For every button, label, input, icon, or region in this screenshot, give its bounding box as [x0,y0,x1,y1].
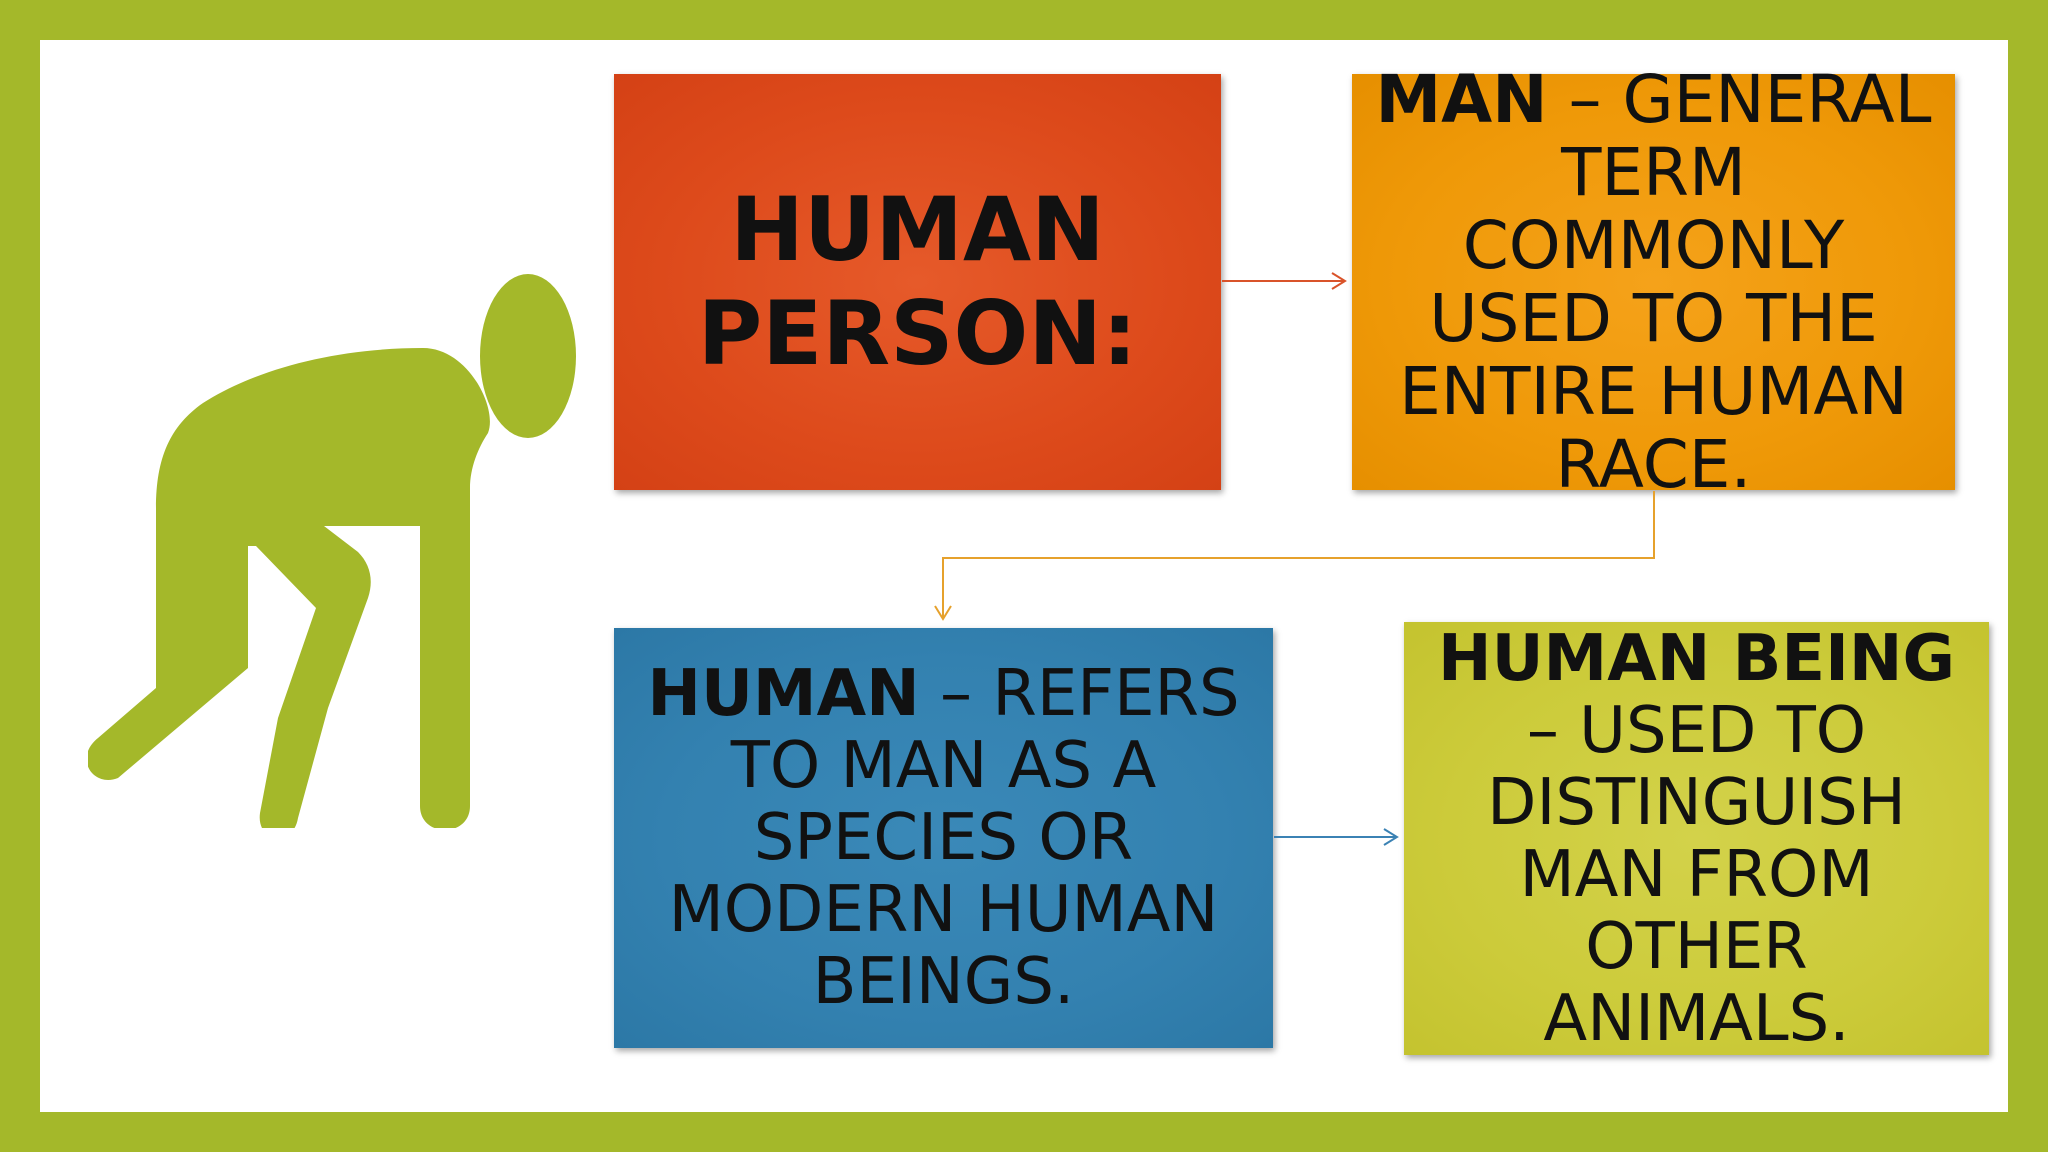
human-definition-box: HUMAN – REFERS TO MAN AS A SPECIES OR MO… [614,628,1273,1048]
man-definition-text: MAN – GENERAL TERM COMMONLY USED TO THE … [1372,63,1935,501]
man-description: – GENERAL TERM COMMONLY USED TO THE ENTI… [1399,61,1932,503]
human-definition-text: HUMAN – REFERS TO MAN AS A SPECIES OR MO… [644,658,1243,1018]
human-being-term: HUMAN BEING [1438,621,1955,696]
human-person-title: HUMAN PERSON: [697,178,1138,385]
man-term: MAN [1375,61,1548,138]
human-being-definition-text: HUMAN BEING – USED TO DISTINGUISH MAN FR… [1424,623,1969,1055]
human-term: HUMAN [647,657,920,731]
bending-person-icon [88,274,576,828]
human-person-box: HUMAN PERSON: [614,74,1221,490]
human-being-description: – USED TO DISTINGUISH MAN FROM OTHER ANI… [1487,693,1906,1056]
human-being-definition-box: HUMAN BEING – USED TO DISTINGUISH MAN FR… [1404,622,1989,1055]
man-definition-box: MAN – GENERAL TERM COMMONLY USED TO THE … [1352,63,1955,501]
human-description: – REFERS TO MAN AS A SPECIES OR MODERN H… [668,657,1240,1019]
